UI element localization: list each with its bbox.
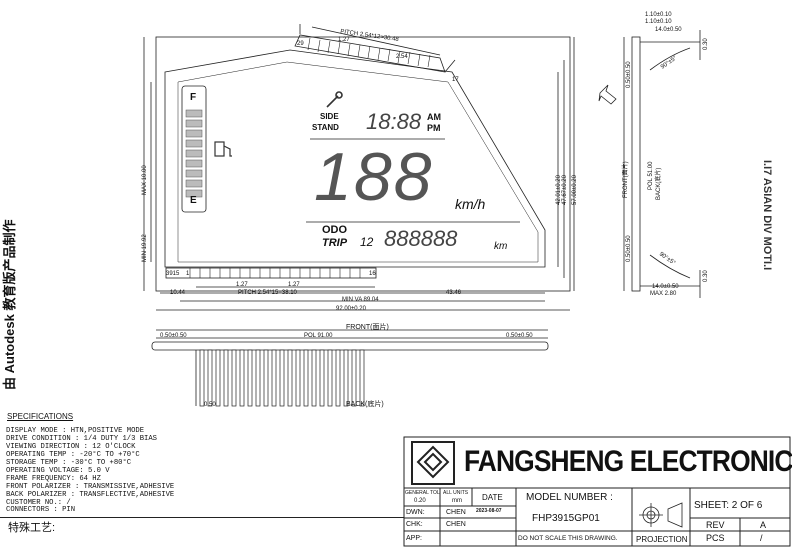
pin-legs [199,349,365,407]
spec-line: VIEWING DIRECTION : 12 O'CLOCK [6,443,136,451]
spec-divider [0,517,404,518]
pin-29: 29 [297,41,304,47]
projection-label: PROJECTION [636,535,688,544]
dim-43-46: 43.46 [446,290,462,296]
side-b3: 0.30 [703,270,709,282]
app-label: APP: [406,535,422,542]
dwn-value: CHEN [446,509,466,516]
sheet-label: SHEET: 2 OF 6 [694,500,763,511]
spec-line: DRIVE CONDITION : 1/4 DUTY 1/3 BIAS [6,435,157,443]
km-label: km [494,241,508,252]
spec-line: CONNECTORS : PIN [6,506,76,514]
specifications-heading: SPECIFICATIONS [7,412,74,421]
stand-label: STAND [312,123,339,132]
dim-47-67: 47.67±0.20 [562,175,568,205]
side-t4: 0.30 [703,38,709,50]
spec-line: FRAME FREQUENCY: 64 HZ [6,475,101,483]
special-process-label: 特殊工艺: [8,522,56,534]
side-t1: 1.10±0.10 [645,12,672,18]
spec-line: OPERATING TEMP : -20°C TO +70°C [6,451,140,459]
trip-label: TRIP [322,237,348,249]
side-t2: 1.10±0.10 [645,19,672,25]
min-va-label: MIN VA 89.04 [342,297,379,303]
side-b1: 14.0±0.50 [652,284,679,290]
date-value: 2023-08-07 [476,508,502,514]
fuel-pump-icon [214,141,232,157]
pitch-bottom-label: PITCH 2.54*15=38.10 [238,290,297,296]
model-number-label: MODEL NUMBER : [526,492,613,503]
spec-line: STORAGE TEMP : -30°C TO +80°C [6,459,132,467]
side-back-label: BACK(底片) [656,167,662,200]
dim-10-44: 10.44 [170,290,186,296]
side-pol-label: POL 51.00 [648,161,654,190]
dim-57-00: 57.00±0.20 [572,175,578,205]
top-2-54: 2.54 [396,54,408,60]
fuel-full-label: F [190,92,197,103]
odometer-digits: 888888 [384,226,458,251]
am-label: AM [427,112,441,122]
general-tol-label: GENERAL TOL [405,490,440,496]
pin-left-tol: 0.50±0.50 [160,333,187,339]
pin-pol-label: POL 91.00 [304,333,333,339]
pin-16: 16 [369,271,376,277]
no-scale-note: DO NOT SCALE THIS DRAWING. [518,535,618,542]
pcs-value: / [760,533,763,543]
spec-line: CUSTOMER NO.: / [6,499,71,507]
chk-label: CHK: [406,521,423,528]
kmh-label: km/h [455,196,486,212]
pin-17: 17 [452,77,459,83]
all-units-label: ALL UNITS [443,490,469,496]
general-tol-value: 0.20 [414,498,426,504]
top-1-27: 1.27 [338,37,350,43]
max10-label: MAX 10.00 [142,165,148,195]
dwn-label: DWN: [406,509,425,516]
trip-number: 12 [360,235,374,249]
rev-label: REV [706,520,725,530]
pin-1: 1 [186,271,190,277]
side-050-top: 0.50±0.50 [626,61,632,88]
spec-line: FRONT POLARIZER : TRANSMISSIVE,ADHESIVE [6,483,175,491]
date-label: DATE [482,493,503,502]
speed-digits: 188 [314,139,434,215]
chk-value: CHEN [446,521,466,528]
pin-050-label: 0.50 [204,402,216,408]
rev-value: A [760,520,767,530]
pin-back-label: BACK(底片) [346,401,384,408]
spec-line: OPERATING VOLTAGE: 5.0 V [6,467,110,475]
side-050-bottom: 0.50±0.50 [626,235,632,262]
pcs-label: PCS [706,533,725,543]
fuel-empty-label: E [190,195,197,206]
side-t3: 14.0±0.50 [655,27,682,33]
pin-right-tol: 0.50±0.50 [506,333,533,339]
spec-line: BACK POLARIZER : TRANSFLECTIVE,ADHESIVE [6,491,175,499]
side-front-label: FRONT(面片) [623,161,629,198]
wrench-icon [326,91,343,108]
pm-label: PM [427,123,441,133]
min1992-label: MIN 19.92 [142,234,148,262]
clock-digits: 18:88 [366,109,422,134]
model-number-value: FHP3915GP01 [532,513,600,524]
all-units-value: mm [452,498,462,504]
pin-3915: 3915 [166,271,180,277]
company-logo-icon [411,441,455,485]
pin-front-label: FRONT(面片) [346,324,389,331]
bottom-1-27a: 1.27 [236,282,248,288]
spec-line: DISPLAY MODE : HTN,POSITIVE MODE [6,427,145,435]
bottom-1-27b: 1.27 [288,282,300,288]
company-name: FANGSHENG ELECTRONIC LTD [464,445,792,478]
side-b2: MAX 2.80 [650,291,677,297]
view-arrow-icon [598,84,617,105]
overall-width-label: 92.00±0.20 [336,306,366,312]
odo-label: ODO [322,224,348,236]
projection-symbol-icon [639,502,683,528]
side-label: SIDE [320,112,339,121]
